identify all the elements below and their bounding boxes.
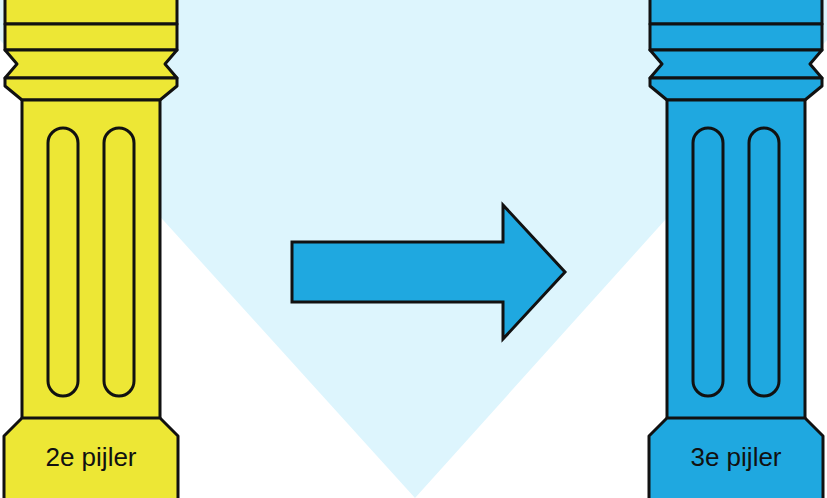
pillar-groove — [749, 128, 779, 396]
pillar-neck — [5, 50, 177, 78]
pillar-label: 2e pijler — [4, 440, 178, 474]
pillar-cap — [5, 0, 177, 24]
pillar-cap-band — [650, 24, 822, 50]
pillar-base — [649, 418, 823, 498]
pillar-illustration — [0, 0, 182, 498]
pillar-neck — [650, 50, 822, 78]
pillar-illustration — [645, 0, 827, 498]
pillar-collar — [650, 78, 822, 100]
pillar-cap-band — [5, 24, 177, 50]
pillar-label: 3e pijler — [649, 440, 823, 474]
pillar-groove — [693, 128, 723, 396]
pillar-collar — [5, 78, 177, 100]
pillar-shaft — [667, 100, 805, 420]
pillar-base — [4, 418, 178, 498]
pillar-cap — [650, 0, 822, 24]
pillar-node: 3e pijler — [645, 0, 827, 498]
pillar-shaft — [22, 100, 160, 420]
pillar-groove — [48, 128, 78, 396]
block-arrow — [292, 205, 565, 339]
pillar-groove — [104, 128, 134, 396]
pillar-node: 2e pijler — [0, 0, 182, 498]
